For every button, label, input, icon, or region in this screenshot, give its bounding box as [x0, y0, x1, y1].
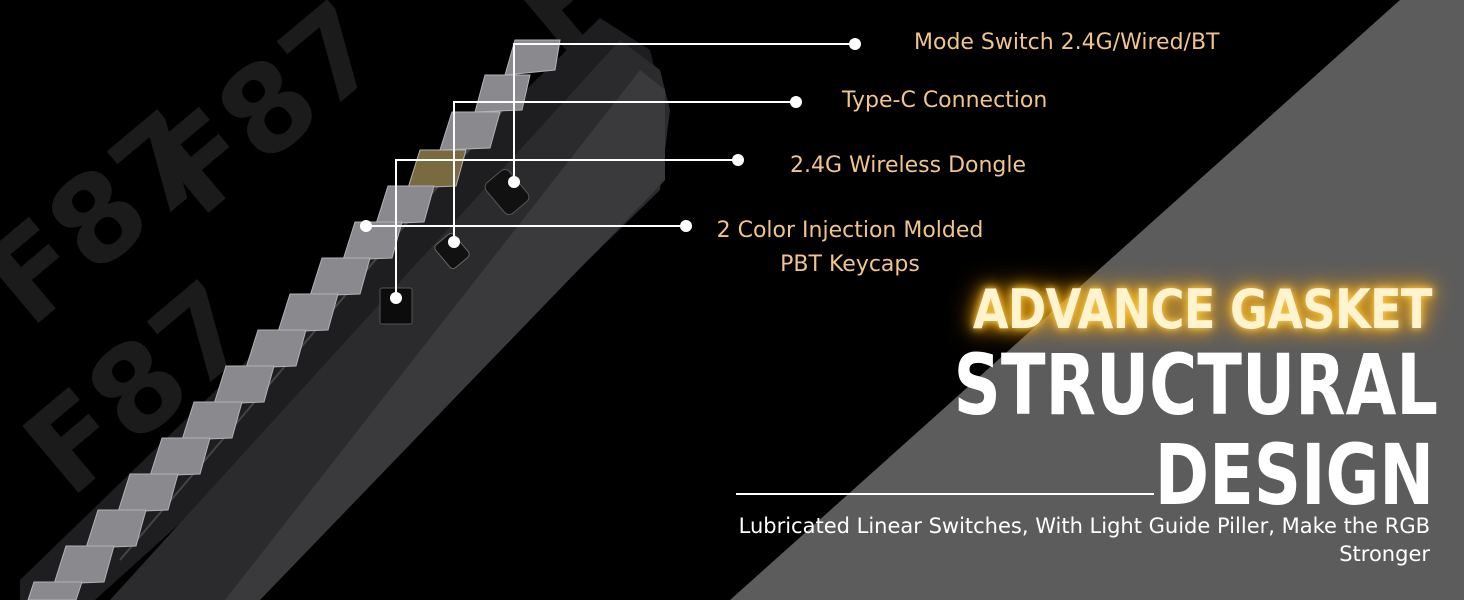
callout-label-type-c: Type-C Connection — [842, 88, 1048, 113]
keyboard-bottom-strip — [225, 70, 665, 600]
type-c-port — [434, 232, 470, 270]
subtitle-text: Lubricated Linear Switches, With Light G… — [738, 514, 1430, 566]
callout-dot — [732, 154, 744, 166]
callout-dot — [790, 96, 802, 108]
keycap — [342, 221, 403, 261]
keycap — [407, 149, 467, 189]
callout-keycaps-line2: PBT Keycaps — [780, 252, 920, 277]
keycap — [27, 581, 83, 600]
callout-dot — [360, 220, 372, 232]
callout-line-type-c — [453, 101, 796, 242]
callout-lines — [366, 43, 855, 298]
keycap — [149, 437, 211, 477]
callout-label-mode-switch: Mode Switch 2.4G/Wired/BT — [914, 30, 1220, 55]
keycap — [504, 39, 561, 76]
callout-label-dongle: 2.4G Wireless Dongle — [790, 153, 1027, 178]
headline-glow-line: ADVANCE GASKET — [973, 278, 1433, 341]
keycap — [85, 509, 147, 549]
callout-line-mode-switch — [513, 43, 855, 182]
keycap — [277, 293, 339, 333]
callout-dot — [508, 176, 520, 188]
keyboard-illustration — [20, 18, 670, 600]
callout-dot — [849, 38, 861, 50]
grey-diagonal-panel — [730, 0, 1464, 600]
callout-dot — [680, 220, 692, 232]
callout-label-keycaps: 2 Color Injection Molded PBT Keycaps — [712, 214, 988, 282]
keycap — [181, 401, 243, 441]
callout-line-dongle — [395, 159, 738, 298]
keycap — [117, 473, 179, 513]
callout-dots — [360, 38, 861, 304]
keycap — [213, 365, 275, 405]
keycap — [245, 329, 307, 369]
headline-design: DESIGN — [1154, 426, 1434, 524]
callout-dot — [448, 236, 460, 248]
headline-structural: STRUCTURAL — [953, 336, 1438, 434]
keycap — [53, 545, 115, 585]
keycap — [375, 185, 435, 225]
callout-dot — [390, 292, 402, 304]
keycap — [439, 111, 501, 151]
keycap — [474, 74, 531, 113]
keycap — [309, 257, 371, 297]
headline-underline-rule — [736, 493, 1154, 495]
callout-keycaps-line1: 2 Color Injection Molded — [716, 218, 984, 243]
